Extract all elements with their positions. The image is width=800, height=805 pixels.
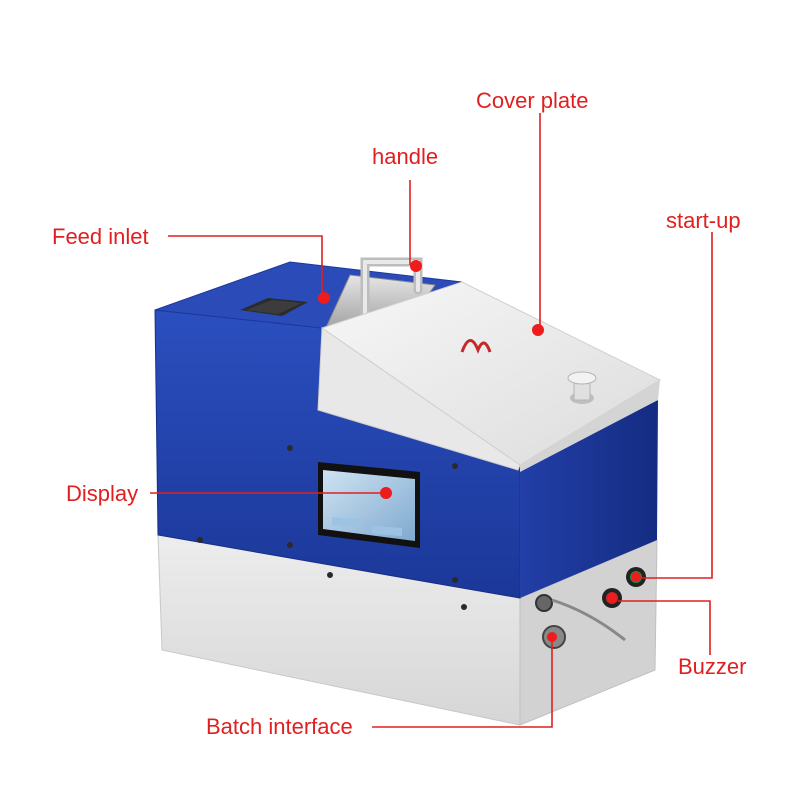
label-feed-inlet: Feed inlet <box>52 224 149 249</box>
buzzer-marker <box>607 593 617 603</box>
batch-interface-marker <box>547 632 557 642</box>
display-marker <box>380 487 392 499</box>
label-startup: start-up <box>666 208 741 233</box>
callout-markers <box>318 260 641 642</box>
label-batch-interface: Batch interface <box>206 714 353 739</box>
callout-lines <box>150 113 713 728</box>
cover-plate-marker <box>532 324 544 336</box>
startup-marker <box>631 572 641 582</box>
label-buzzer: Buzzer <box>678 654 747 679</box>
cover-plate <box>317 281 662 472</box>
label-display: Display <box>66 481 139 506</box>
handle-icon <box>360 257 423 325</box>
label-handle: handle <box>372 144 439 169</box>
feed-inlet <box>240 298 308 316</box>
feed-inlet-marker <box>318 292 330 304</box>
handle-marker <box>410 260 422 272</box>
brand-logo <box>460 339 492 355</box>
screws <box>197 445 467 610</box>
label-cover-plate: Cover plate <box>476 88 589 113</box>
display-screen <box>318 462 420 548</box>
